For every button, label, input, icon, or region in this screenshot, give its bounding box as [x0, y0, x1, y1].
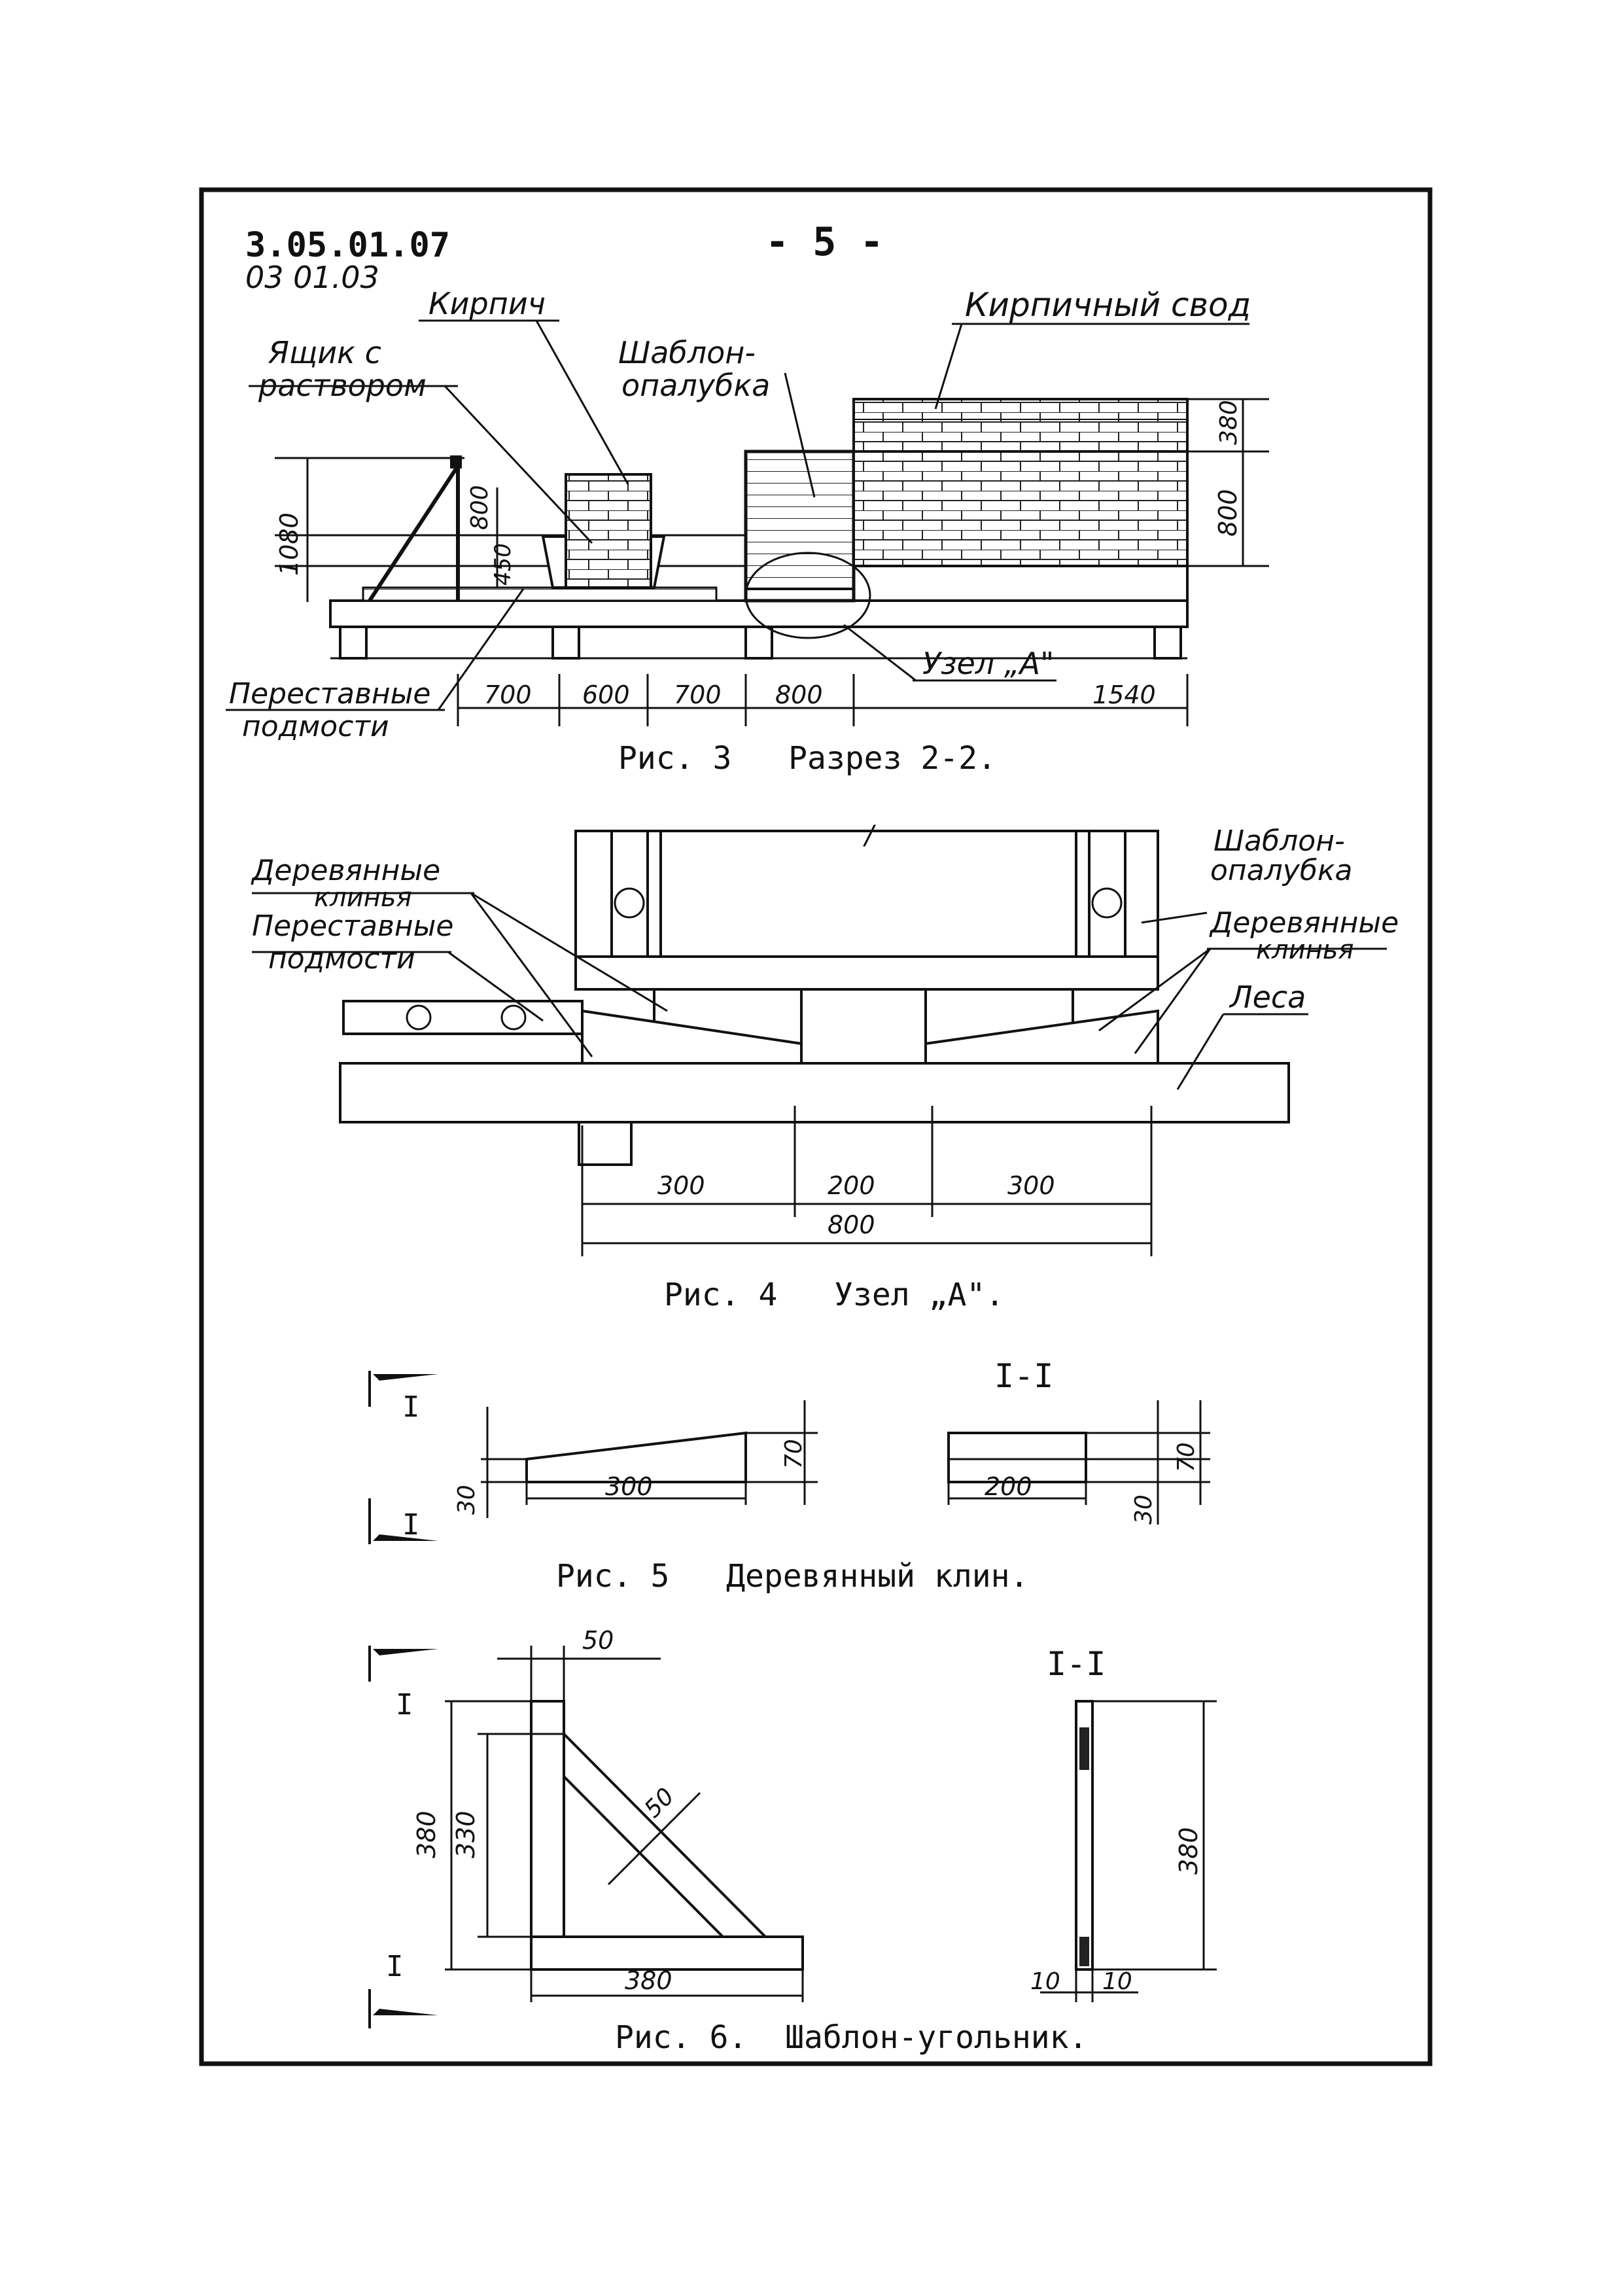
template-formwork — [744, 450, 856, 603]
square-upright — [530, 1700, 565, 1971]
figure-4-node-a: / Деревянные клинья Переставные подмости… — [251, 821, 1399, 1313]
section-title-5: I-I — [994, 1357, 1053, 1395]
label-mortar-box: Ящик с — [268, 335, 381, 370]
dim-30-wedge: 30 — [453, 1485, 480, 1515]
dim-50-top: 50 — [582, 1626, 614, 1655]
label-scaffold-2: подмости — [242, 710, 389, 743]
dim-1080: 1080 — [275, 512, 304, 576]
dim-380-vault: 380 — [1215, 400, 1242, 445]
dim-300-b: 300 — [1007, 1171, 1055, 1200]
dim-800-stack: 800 — [466, 485, 493, 530]
square-base — [530, 1935, 804, 1971]
section-mark-bottom-6: I — [386, 1950, 404, 1983]
scaffold-deck — [329, 599, 1189, 628]
dim-10-left: 10 — [1030, 1968, 1060, 1995]
dim-450: 450 — [490, 543, 516, 586]
dim-800-total: 800 — [828, 1210, 875, 1239]
deck-post — [551, 626, 580, 660]
dim-300-wedge: 300 — [605, 1472, 653, 1501]
label-scaffold-4-2: подмости — [268, 942, 415, 976]
dim-600: 600 — [582, 680, 630, 709]
dim-800-wall: 800 — [1213, 489, 1242, 537]
dim-300-a: 300 — [657, 1171, 705, 1200]
template-beam — [574, 955, 1159, 991]
page-number: - 5 - — [765, 219, 884, 265]
label-template: Шаблон- — [618, 335, 756, 370]
label-mortar-box-2: раствором — [258, 368, 427, 403]
dim-380-base: 380 — [625, 1966, 672, 1995]
label-wedges-right-2: клинья — [1256, 935, 1354, 965]
scaffolding-post — [578, 1121, 633, 1166]
deck-post — [744, 626, 773, 660]
dim-200-section: 200 — [985, 1472, 1032, 1501]
dim-70-wedge: 70 — [780, 1439, 807, 1469]
header: 3.05.01.07 03 01.03 - 5 - — [245, 219, 884, 295]
dim-200: 200 — [828, 1171, 875, 1200]
dim-800: 800 — [775, 680, 823, 709]
section-mark-top: I — [402, 1390, 420, 1424]
movable-scaffold-platform — [362, 586, 718, 602]
scaffolding-beam — [339, 1062, 1290, 1123]
wedge-section — [947, 1432, 1087, 1483]
brick-stack — [565, 473, 652, 589]
brick-vault — [852, 417, 1189, 453]
wall-base — [849, 565, 1189, 602]
label-wedges-left: Деревянные — [251, 854, 440, 887]
section-mark-bottom: I — [402, 1508, 420, 1542]
section-title-6: I-I — [1047, 1645, 1106, 1683]
section-mark-top-6: I — [396, 1688, 413, 1722]
label-wedges-left-2: клинья — [314, 883, 412, 913]
doc-code-line2: 03 01.03 — [245, 260, 379, 295]
figure-5-wooden-wedge: I I 300 30 70 I-I 200 70 30 Рис. 5 Дере — [368, 1357, 1210, 1595]
node-a-callout — [744, 552, 871, 639]
figure-4-caption: Рис. 4 Узел „А". — [664, 1277, 1004, 1313]
label-scaffold-4: Переставные — [252, 910, 453, 943]
square-brace — [563, 1731, 769, 1938]
vault-top-bricks — [852, 398, 1189, 419]
figure-3-caption: Рис. 3 Разрез 2-2. — [618, 740, 996, 777]
label-template-4-2: опалубка — [1210, 854, 1353, 887]
label-template-4: Шаблон- — [1213, 824, 1345, 858]
label-brick: Кирпич — [428, 286, 546, 321]
dim-330-height: 330 — [451, 1810, 480, 1858]
dim-30-section: 30 — [1130, 1494, 1157, 1525]
doc-code-line1: 3.05.01.07 — [245, 226, 450, 265]
dim-700-b: 700 — [674, 680, 722, 709]
label-scaffold: Переставные — [229, 677, 430, 711]
figure-3-section-2-2: Кирпич Ящик с раствором Шаблон- опалубка… — [226, 286, 1269, 777]
movable-scaffold — [342, 1000, 584, 1035]
dim-700-a: 700 — [484, 680, 532, 709]
brick-wall — [852, 450, 1189, 567]
template-upright-right — [1088, 830, 1126, 970]
template-frame — [574, 830, 1159, 970]
label-brick-vault: Кирпичный свод — [965, 286, 1251, 324]
template-upright-left — [610, 830, 649, 970]
dim-380-section: 380 — [1174, 1827, 1203, 1875]
label-node-a: Узел „А" — [922, 646, 1054, 681]
label-template-2: опалубка — [621, 368, 770, 403]
label-wedges-right: Деревянные — [1209, 906, 1399, 940]
label-forest: Леса — [1229, 980, 1306, 1015]
deck-post — [1153, 626, 1182, 660]
figure-5-caption: Рис. 5 Деревянный клин. — [556, 1558, 1028, 1595]
page-frame — [199, 187, 1433, 2066]
dim-70-section: 70 — [1173, 1442, 1200, 1472]
dim-380-height: 380 — [412, 1810, 441, 1858]
figure-6-caption: Рис. 6. Шаблон-угольник. — [615, 2019, 1087, 2056]
dim-10-right: 10 — [1102, 1968, 1132, 1995]
svg-text:/: / — [863, 821, 877, 851]
dim-1540: 1540 — [1092, 680, 1156, 709]
deck-post — [339, 626, 368, 660]
figure-6-template-square: I I 50 50 380 330 380 I-I 380 — [368, 1626, 1217, 2056]
